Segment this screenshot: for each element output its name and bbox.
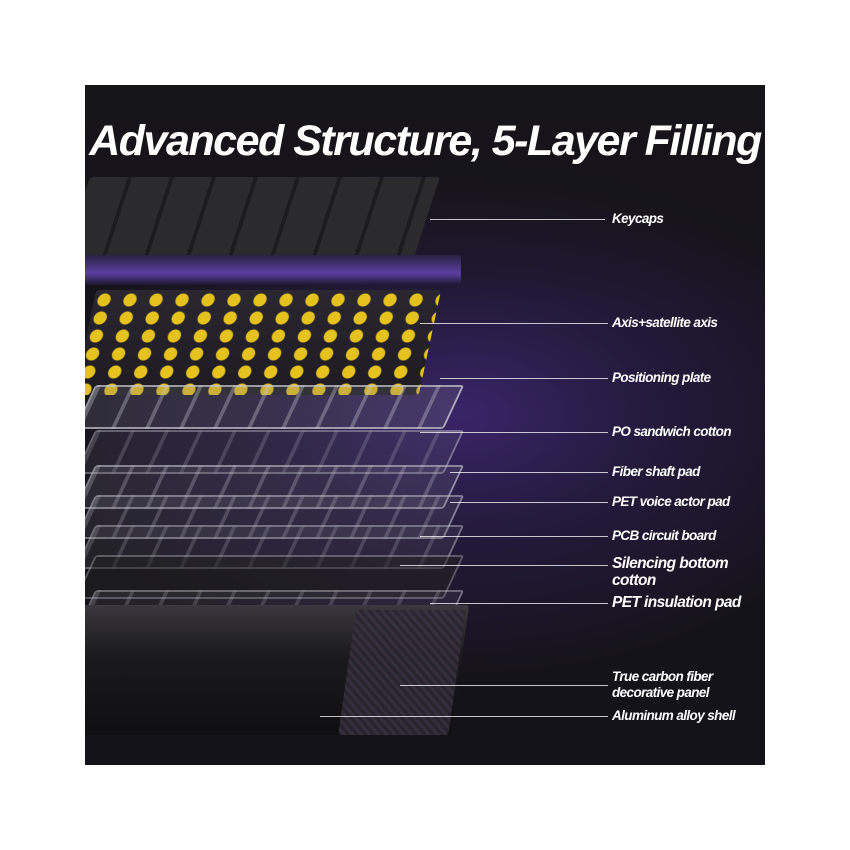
leader-line <box>320 716 608 717</box>
page-title: Advanced Structure, 5-Layer Filling <box>89 117 762 165</box>
label-silencing-line2: cotton <box>612 572 656 589</box>
leader-line <box>450 472 608 473</box>
label-pcb: PCB circuit board <box>612 528 716 543</box>
product-diagram: Advanced Structure, 5-Layer Filling Keyc… <box>85 85 765 765</box>
label-fiber-pad: Fiber shaft pad <box>612 464 700 479</box>
label-pet-voice: PET voice actor pad <box>612 494 730 509</box>
leader-line <box>420 323 608 324</box>
label-carbon-line1: True carbon fiber <box>612 669 713 684</box>
leader-line <box>430 603 608 604</box>
label-silencing-line1: Silencing bottom <box>612 555 729 572</box>
leader-line <box>420 432 608 433</box>
leader-line <box>430 219 605 220</box>
positioning-plate-layer <box>85 385 465 429</box>
label-shell: Aluminum alloy shell <box>612 708 736 723</box>
label-pet-insulation: PET insulation pad <box>612 594 741 611</box>
label-po-cotton: PO sandwich cotton <box>612 424 732 439</box>
label-axis: Axis+satellite axis <box>612 315 718 330</box>
label-keycaps: Keycaps <box>612 211 664 226</box>
leader-line <box>420 536 608 537</box>
leader-line <box>400 685 608 686</box>
label-carbon-line2: decorative panel <box>612 685 710 700</box>
leader-line <box>400 565 608 566</box>
leader-line <box>440 378 608 379</box>
leader-line <box>450 502 608 503</box>
keyboard-frame <box>85 255 461 285</box>
switches-layer <box>85 290 442 395</box>
label-positioning-plate: Positioning plate <box>612 370 711 385</box>
